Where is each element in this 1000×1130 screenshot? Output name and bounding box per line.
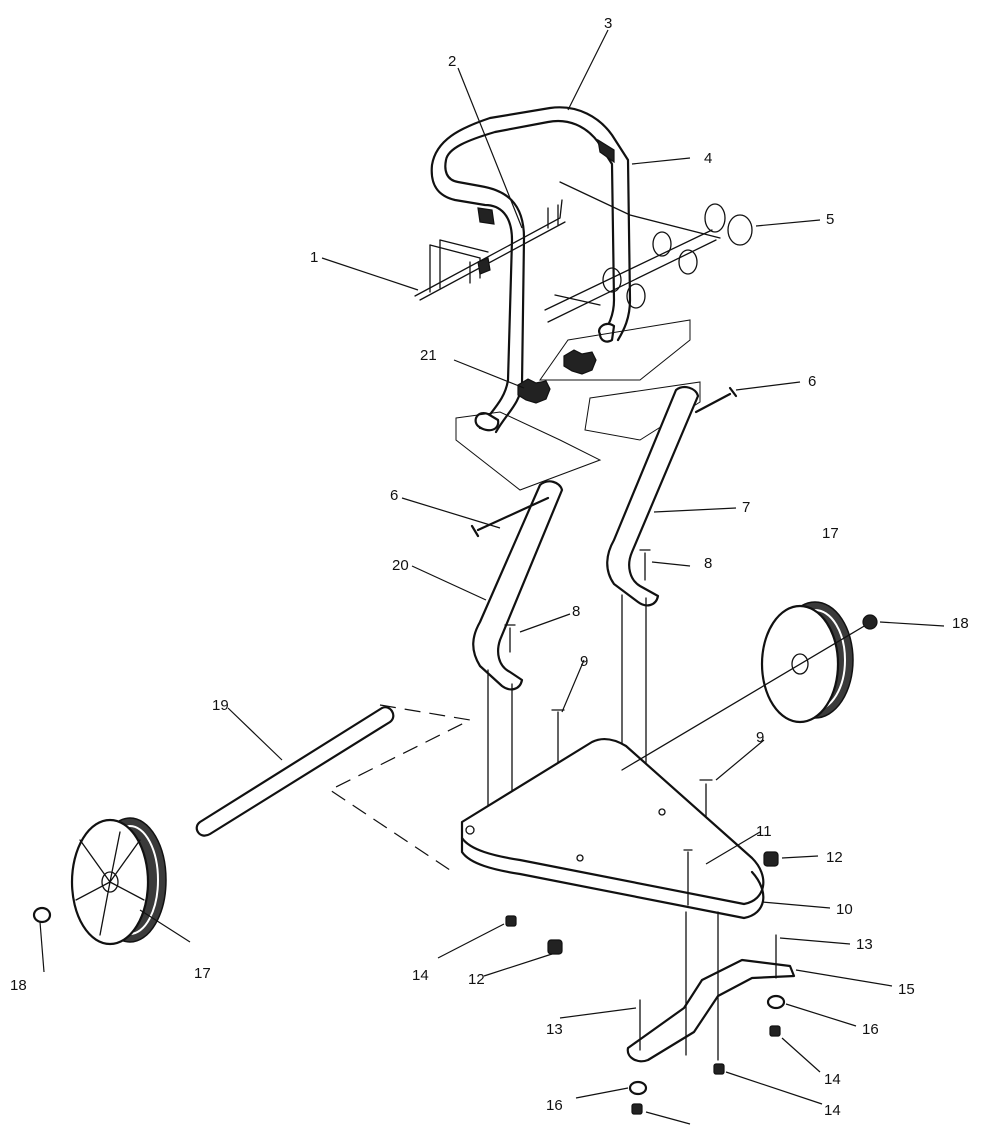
callout-21: 21 [420, 347, 437, 364]
support-bracket [626, 911, 796, 1063]
nut-14-right [769, 1025, 781, 1037]
callout-8a: 8 [704, 555, 712, 572]
cap-18-right [862, 614, 878, 630]
callout-18a: 18 [952, 615, 969, 632]
nut-14-center [713, 1063, 725, 1075]
callout-6a: 6 [808, 373, 816, 390]
callout-labels: 3 2 4 5 1 21 6 6 7 17 8 20 8 18 9 19 9 1… [10, 15, 969, 1119]
callout-4: 4 [704, 150, 712, 167]
callout-14c: 14 [824, 1102, 841, 1119]
callout-14a: 14 [412, 967, 429, 984]
callout-16a: 16 [862, 1021, 879, 1038]
callout-12a: 12 [826, 849, 843, 866]
hose-hanger-bracket [414, 199, 566, 301]
callout-6b: 6 [390, 487, 398, 504]
wheel-right [760, 601, 854, 724]
wheel-left [70, 817, 167, 946]
callout-7: 7 [742, 499, 750, 516]
callout-19: 19 [212, 697, 229, 714]
foot-12-left [547, 939, 563, 955]
upper-tube-left-end [474, 412, 500, 432]
wheel-right-guide [621, 624, 867, 771]
callout-15: 15 [898, 981, 915, 998]
nut-14-left [505, 915, 517, 927]
callout-10: 10 [836, 901, 853, 918]
bolt-8-right [639, 549, 651, 581]
knob-right [563, 349, 597, 375]
washer-16-right [766, 994, 786, 1010]
callout-18b: 18 [10, 977, 27, 994]
alignment-panel-3 [455, 411, 602, 491]
callout-14b: 14 [824, 1071, 841, 1088]
callout-3: 3 [604, 15, 612, 32]
callout-12b: 12 [468, 971, 485, 988]
callout-9b: 9 [756, 729, 764, 746]
callout-1: 1 [310, 249, 318, 266]
callout-13b: 13 [546, 1021, 563, 1038]
callout-17a: 17 [822, 525, 839, 542]
washer-16-left [628, 1080, 648, 1096]
callout-9a: 9 [580, 653, 588, 670]
wand-holder [544, 181, 753, 323]
callout-11: 11 [756, 823, 772, 840]
bolt-8-left [504, 624, 516, 653]
bolt-11 [683, 849, 693, 906]
nut-14-bottom [631, 1103, 643, 1115]
right-upright-tube [606, 386, 700, 607]
leader-lines [39, 29, 945, 1125]
axle [195, 706, 395, 837]
bolt-upper-right [694, 386, 738, 414]
left-upright-tube [472, 480, 564, 691]
alignment-panel-1 [539, 319, 691, 381]
base-plate [460, 737, 765, 920]
callout-16b: 16 [546, 1097, 563, 1114]
callout-20: 20 [392, 557, 409, 574]
callout-5: 5 [826, 211, 834, 228]
callout-2: 2 [448, 53, 456, 70]
cap-18-left [32, 906, 52, 924]
callout-17b: 17 [194, 965, 211, 982]
foot-12-right [763, 851, 779, 867]
callout-8b: 8 [572, 603, 580, 620]
knob-left [517, 378, 551, 404]
callout-13a: 13 [856, 936, 873, 953]
